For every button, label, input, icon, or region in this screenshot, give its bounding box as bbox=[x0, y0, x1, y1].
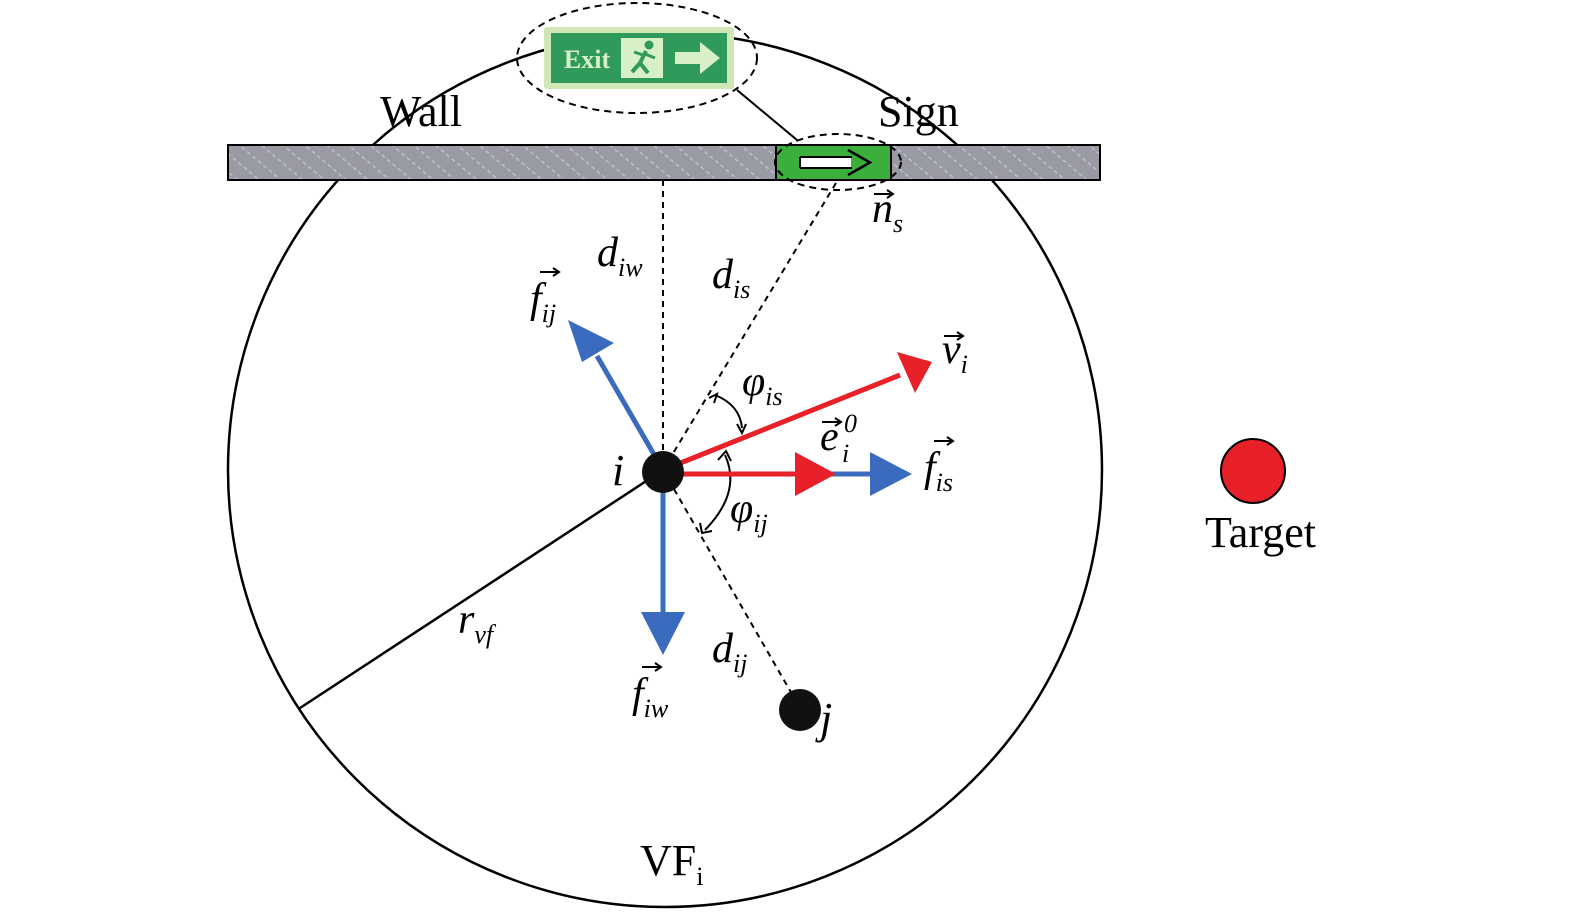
target-dot bbox=[1220, 438, 1286, 504]
f-iw-vector bbox=[641, 470, 685, 655]
d-ij-line bbox=[662, 469, 801, 709]
agent-i-dot bbox=[642, 451, 684, 493]
f-iw-label: fiw bbox=[632, 662, 669, 723]
r-vf-label: rvf bbox=[458, 597, 497, 649]
phi-is-label: φis bbox=[742, 359, 783, 411]
e-i0-label: e i 0 bbox=[820, 409, 857, 468]
angle-phi-ij bbox=[699, 449, 732, 535]
sign-arrow-icon bbox=[799, 148, 873, 177]
exit-sign-text: Exit bbox=[564, 45, 611, 74]
svg-text:i: i bbox=[842, 439, 849, 468]
n-s-label: ns bbox=[872, 186, 903, 238]
angle-phi-is bbox=[708, 392, 747, 436]
field-label: VFi bbox=[640, 836, 703, 891]
v-i-vector bbox=[662, 352, 932, 473]
wall-label: Wall bbox=[380, 87, 462, 136]
svg-text:0: 0 bbox=[844, 409, 857, 438]
f-is-label: fis bbox=[924, 436, 955, 497]
running-man-icon bbox=[630, 40, 656, 75]
exit-zoom-ellipse bbox=[516, 2, 758, 114]
svg-text:fij: fij bbox=[530, 276, 556, 328]
v-i-label: vi bbox=[942, 327, 968, 379]
f-ij-label: fij bbox=[530, 267, 561, 328]
sign-leader-line bbox=[736, 89, 798, 141]
svg-text:fis: fis bbox=[924, 445, 953, 497]
f-ij-vector bbox=[568, 320, 666, 472]
d-is-line bbox=[662, 182, 837, 471]
radius-line bbox=[299, 468, 664, 710]
phi-ij-label: φij bbox=[730, 486, 768, 538]
sign-label: Sign bbox=[878, 87, 959, 136]
d-ij-label: dij bbox=[712, 626, 747, 678]
agent-i-label: i bbox=[612, 446, 624, 495]
d-is-label: dis bbox=[712, 252, 750, 304]
wall-bar bbox=[227, 144, 1101, 181]
e-i0-vector bbox=[663, 452, 836, 496]
agent-j-label: j bbox=[815, 694, 832, 743]
sign-highlight-ellipse bbox=[774, 133, 902, 191]
svg-text:vi: vi bbox=[942, 327, 968, 379]
exit-sign-icon: Exit bbox=[544, 27, 734, 89]
d-iw-label: diw bbox=[597, 230, 643, 282]
target-label: Target bbox=[1205, 508, 1316, 557]
svg-text:fiw: fiw bbox=[632, 671, 669, 723]
agent-j-dot bbox=[779, 689, 821, 731]
exit-arrow-icon bbox=[675, 42, 720, 74]
svg-text:e: e bbox=[820, 414, 839, 460]
